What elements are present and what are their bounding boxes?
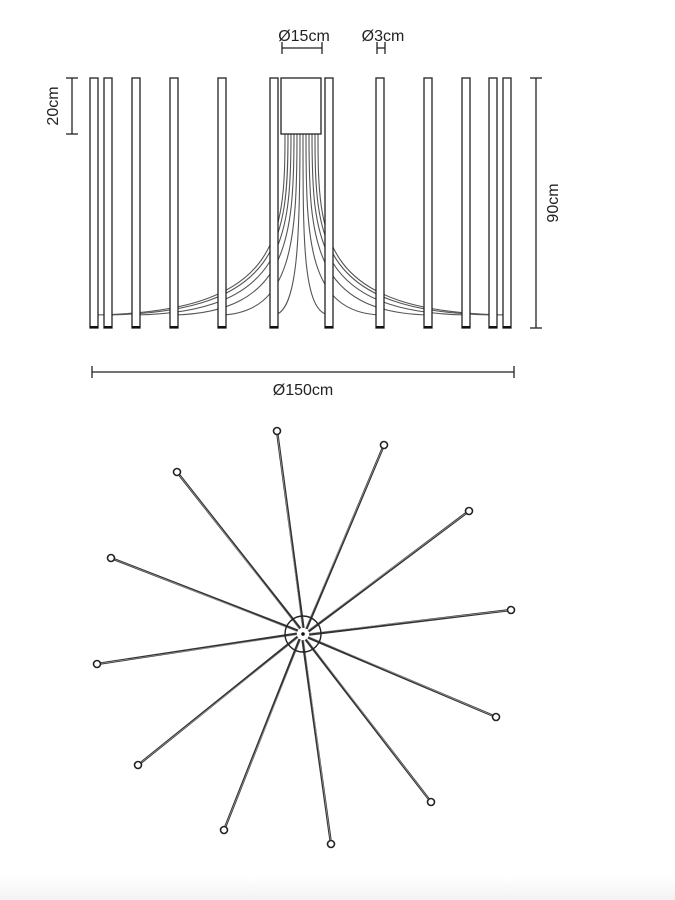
- plan-view: [92, 426, 516, 849]
- rod-end-circle: [326, 839, 336, 849]
- light-rod: [217, 77, 227, 329]
- rod-arm-highlight: [303, 639, 331, 841]
- dimension-canopy-diameter: Ø15cm: [278, 28, 330, 54]
- rod-arm-highlight: [307, 513, 466, 631]
- canopy-circle: [284, 615, 322, 653]
- light-rod: [375, 77, 385, 329]
- light-rod: [324, 77, 334, 329]
- rod-end-circle: [172, 467, 182, 477]
- rod-end-circle: [92, 659, 102, 669]
- cable: [317, 133, 508, 316]
- rod-end-circle: [272, 426, 282, 436]
- dimension-canopy-height: 20cm: [45, 77, 78, 135]
- cable: [302, 133, 330, 316]
- total-diameter-label: Ø150cm: [273, 382, 333, 399]
- bottom-fade: [0, 876, 675, 900]
- cable: [93, 133, 286, 316]
- rod-end-circle: [379, 440, 389, 450]
- light-rod: [89, 77, 99, 329]
- rod-arm-highlight: [306, 638, 429, 800]
- total-height-label: 90cm: [545, 183, 562, 222]
- rod-end-circle: [426, 797, 436, 807]
- side-elevation-view: [89, 77, 512, 329]
- cable: [311, 133, 467, 316]
- light-rod: [169, 77, 179, 329]
- rod-arm-highlight: [305, 448, 383, 629]
- rod-arm-highlight: [100, 634, 298, 664]
- rod-end-circle: [491, 712, 501, 722]
- light-rod: [461, 77, 471, 329]
- cable: [305, 133, 381, 316]
- light-rod: [502, 77, 512, 329]
- rod-end-circle: [506, 605, 516, 615]
- rod-end-circle: [219, 825, 229, 835]
- dimension-total-diameter: Ø150cm: [91, 366, 515, 399]
- canopy-center-dot: [301, 632, 305, 636]
- rod-arm-highlight: [225, 639, 302, 827]
- rod-arm-highlight: [179, 474, 300, 630]
- cable: [221, 133, 298, 316]
- rod-end-circle: [133, 760, 143, 770]
- canopy-height-label: 20cm: [45, 86, 62, 125]
- canopy-diameter-label: Ø15cm: [278, 28, 330, 45]
- light-rod: [269, 77, 279, 329]
- dimension-total-height: 90cm: [530, 77, 562, 329]
- cable: [107, 133, 289, 316]
- rod-arm-highlight: [140, 637, 299, 763]
- rod-end-circle: [464, 506, 474, 516]
- canopy: [280, 77, 322, 135]
- light-rod: [488, 77, 498, 329]
- cable: [273, 133, 301, 316]
- cable: [135, 133, 292, 316]
- cable: [314, 133, 494, 316]
- rod-diameter-label: Ø3cm: [362, 28, 405, 45]
- rod-end-circle: [106, 553, 116, 563]
- rod-arm-highlight: [308, 610, 508, 634]
- rod-arm-highlight: [308, 636, 493, 716]
- rod-arm-highlight: [114, 559, 298, 633]
- dimension-rod-diameter: Ø3cm: [362, 28, 405, 54]
- rod-arm-highlight: [277, 434, 303, 629]
- light-rod: [103, 77, 113, 329]
- light-rod: [131, 77, 141, 329]
- light-rod: [423, 77, 433, 329]
